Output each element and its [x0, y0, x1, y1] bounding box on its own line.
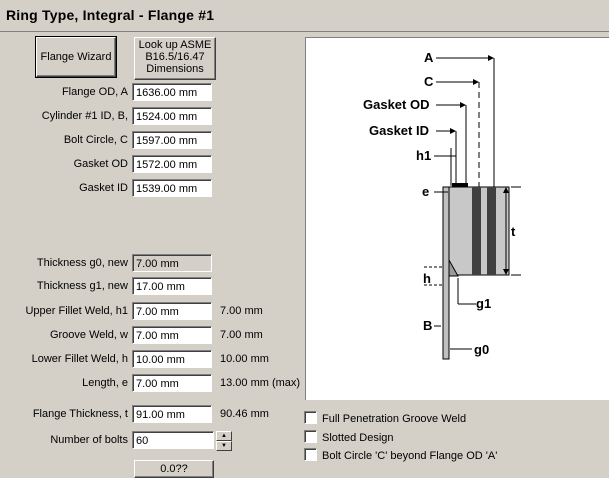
- number-of-bolts-label: Number of bolts: [50, 434, 128, 446]
- upper-fillet-weld-computed: 7.00 mm: [220, 305, 263, 317]
- t-arrow-top: [503, 187, 509, 193]
- checkbox-slotted-design[interactable]: Slotted Design: [304, 430, 394, 444]
- label-e: e: [422, 184, 429, 199]
- flange-thickness-label: Flange Thickness, t: [32, 408, 128, 420]
- lower-fillet-weld-computed: 10.00 mm: [220, 353, 269, 365]
- cylinder-id-input[interactable]: 1524.00 mm: [132, 107, 212, 125]
- label-t: t: [511, 224, 516, 239]
- flange-wizard-button[interactable]: Flange Wizard: [35, 36, 117, 78]
- upper-fillet-weld-input[interactable]: 7.00 mm: [132, 302, 212, 320]
- partial-bottom-button[interactable]: 0.0??: [134, 460, 214, 478]
- label-gasket-id: Gasket ID: [369, 123, 429, 138]
- window-title: Ring Type, Integral - Flange #1: [6, 7, 215, 23]
- cylinder-id-label: Cylinder #1 ID, B,: [41, 110, 128, 122]
- flange-od-label: Flange OD, A: [61, 86, 128, 98]
- lookup-line-3: Dimensions: [146, 63, 204, 75]
- lookup-line-1: Look up ASME: [138, 39, 212, 51]
- bolt-circle-input[interactable]: 1597.00 mm: [132, 131, 212, 149]
- gasket-id-label: Gasket ID: [79, 182, 128, 194]
- length-e-input[interactable]: 7.00 mm: [132, 374, 212, 392]
- cylinder-shell: [442, 186, 450, 360]
- label-h: h: [423, 271, 431, 286]
- groove-weld-label: Groove Weld, w: [49, 329, 128, 341]
- gasket-od-label: Gasket OD: [73, 158, 128, 170]
- lower-fillet-weld-input[interactable]: 10.00 mm: [132, 350, 212, 368]
- flange-diagram: A C Gasket OD Gasket ID h1 e t h g1 B g0: [363, 50, 521, 360]
- bolts-spinner[interactable]: ▲▼: [216, 431, 232, 451]
- title-separator: [0, 31, 609, 32]
- flange-wizard-label: Flange Wizard: [40, 51, 112, 63]
- thickness-g1-input[interactable]: 17.00 mm: [132, 277, 212, 295]
- checkbox-box[interactable]: [304, 448, 317, 461]
- label-B: B: [423, 318, 432, 333]
- lookup-line-2: B16.5/16.47: [145, 51, 205, 63]
- arrow-gasket-od-head: [460, 102, 466, 108]
- lower-fillet-weld: [448, 258, 459, 277]
- title-bar: Ring Type, Integral - Flange #1: [0, 0, 609, 32]
- groove-weld-input[interactable]: 7.00 mm: [132, 326, 212, 344]
- checkbox-label: Full Penetration Groove Weld: [322, 413, 467, 425]
- thickness-g0-input: 7.00 mm: [132, 254, 212, 272]
- thickness-g1-label: Thickness g1, new: [36, 280, 128, 292]
- flange-od-input[interactable]: 1636.00 mm: [132, 83, 212, 101]
- bolt-band-1: [472, 187, 481, 275]
- checkbox-box[interactable]: [304, 411, 317, 424]
- bolt-circle-label: Bolt Circle, C: [63, 134, 128, 146]
- lookup-asme-button[interactable]: Look up ASME B16.5/16.47 Dimensions: [134, 37, 216, 80]
- label-gasket-od: Gasket OD: [363, 97, 429, 112]
- flange-thickness-input[interactable]: 91.00 mm: [132, 405, 212, 423]
- flange-diagram-panel: A C Gasket OD Gasket ID h1 e t h g1 B g0: [305, 37, 609, 400]
- checkbox-box[interactable]: [304, 430, 317, 443]
- checkbox-full-penetration[interactable]: Full Penetration Groove Weld: [304, 411, 466, 425]
- arrow-gasket-id-head: [450, 128, 456, 134]
- length-e-label: Length, e: [82, 377, 128, 389]
- bolt-band-2: [487, 187, 496, 275]
- t-arrow-bottom: [503, 269, 509, 275]
- length-e-computed: 13.00 mm (max): [220, 377, 301, 389]
- groove-weld-computed: 7.00 mm: [220, 329, 263, 341]
- label-h1: h1: [416, 148, 431, 163]
- spin-down-icon[interactable]: ▼: [216, 441, 232, 451]
- upper-fillet-weld-label: Upper Fillet Weld, h1: [25, 305, 128, 317]
- label-g1: g1: [476, 296, 491, 311]
- spin-up-icon[interactable]: ▲: [216, 431, 232, 441]
- partial-bottom-label: 0.0??: [160, 463, 188, 475]
- checkbox-label: Bolt Circle 'C' beyond Flange OD 'A': [322, 450, 498, 462]
- number-of-bolts-input[interactable]: 60: [132, 431, 214, 449]
- lower-fillet-weld-label: Lower Fillet Weld, h: [31, 353, 128, 365]
- arrow-C-head: [473, 79, 479, 85]
- checkbox-bolt-circle-beyond[interactable]: Bolt Circle 'C' beyond Flange OD 'A': [304, 448, 497, 462]
- gasket-shape: [452, 183, 468, 187]
- gasket-od-input[interactable]: 1572.00 mm: [132, 155, 212, 173]
- label-g0: g0: [474, 342, 489, 357]
- checkbox-label: Slotted Design: [322, 432, 394, 444]
- label-C: C: [424, 74, 434, 89]
- arrow-A-head: [488, 55, 494, 61]
- flange-thickness-computed: 90.46 mm: [220, 408, 269, 420]
- thickness-g0-label: Thickness g0, new: [36, 257, 128, 269]
- gasket-id-input[interactable]: 1539.00 mm: [132, 179, 212, 197]
- label-A: A: [424, 50, 434, 65]
